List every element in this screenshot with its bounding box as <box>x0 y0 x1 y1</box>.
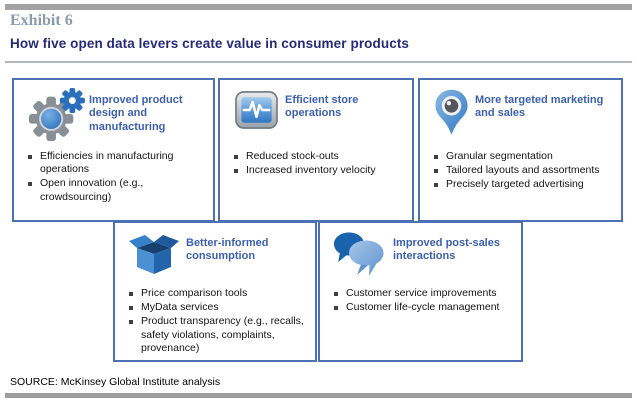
bullet-item: Customer service improvements <box>333 287 516 300</box>
exhibit-label: Exhibit 6 <box>10 12 73 29</box>
box-header: More targeted marketing and sales <box>420 80 621 148</box>
page-title: How five open data levers create value i… <box>10 36 410 51</box>
bullet-item: Customer life-cycle management <box>333 301 516 314</box>
lever-box-improved-product-design: Improved product design and manufacturin… <box>12 78 215 222</box>
speech-bubbles-icon <box>327 231 393 277</box>
open-box-icon <box>122 231 186 275</box>
box-bullet-list: Reduced stock-outs Increased inventory v… <box>220 150 412 177</box>
bullet-item: MyData services <box>128 301 310 314</box>
box-header: Better-informed consumption <box>115 223 315 285</box>
lever-box-better-informed-consumption: Better-informed consumption Price compar… <box>113 221 317 362</box>
bullet-item: Tailored layouts and assortments <box>433 164 616 177</box>
bottom-divider-bar <box>5 393 632 398</box>
box-title: More targeted marketing and sales <box>475 94 604 120</box>
box-bullet-list: Efficiencies in manufacturing operations… <box>14 150 213 204</box>
header-rule <box>5 61 632 63</box>
monitor-pulse-icon <box>227 90 285 130</box>
box-bullet-list: Granular segmentation Tailored layouts a… <box>420 150 621 192</box>
bullet-item: Product transparency (e.g., recalls, saf… <box>128 315 310 355</box>
lever-box-targeted-marketing: More targeted marketing and sales Granul… <box>418 78 623 222</box>
top-divider-bar <box>5 4 632 10</box>
bullet-item: Price comparison tools <box>128 287 310 300</box>
source-line: SOURCE: McKinsey Global Institute analys… <box>10 376 221 388</box>
box-title: Improved post-sales interactions <box>393 237 500 263</box>
bullet-item: Efficiencies in manufacturing operations <box>27 150 208 176</box>
gears-icon <box>21 88 89 142</box>
box-title: Efficient store operations <box>285 94 359 120</box>
bullet-item: Increased inventory velocity <box>233 164 407 177</box>
box-bullet-list: Customer service improvements Customer l… <box>320 287 521 314</box>
box-header: Improved product design and manufacturin… <box>14 80 213 148</box>
bullet-item: Reduced stock-outs <box>233 150 407 163</box>
map-pin-icon <box>427 88 475 144</box>
box-title: Improved product design and manufacturin… <box>89 94 183 133</box>
box-title: Better-informed consumption <box>186 237 269 263</box>
box-header: Improved post-sales interactions <box>320 223 521 285</box>
bullet-item: Open innovation (e.g., crowdsourcing) <box>27 177 208 203</box>
box-header: Efficient store operations <box>220 80 412 148</box>
lever-box-efficient-store-operations: Efficient store operations Reduced stock… <box>218 78 414 222</box>
box-bullet-list: Price comparison tools MyData services P… <box>115 287 315 355</box>
bullet-item: Precisely targeted advertising <box>433 178 616 191</box>
lever-box-post-sales-interactions: Improved post-sales interactions Custome… <box>318 221 523 362</box>
bullet-item: Granular segmentation <box>433 150 616 163</box>
